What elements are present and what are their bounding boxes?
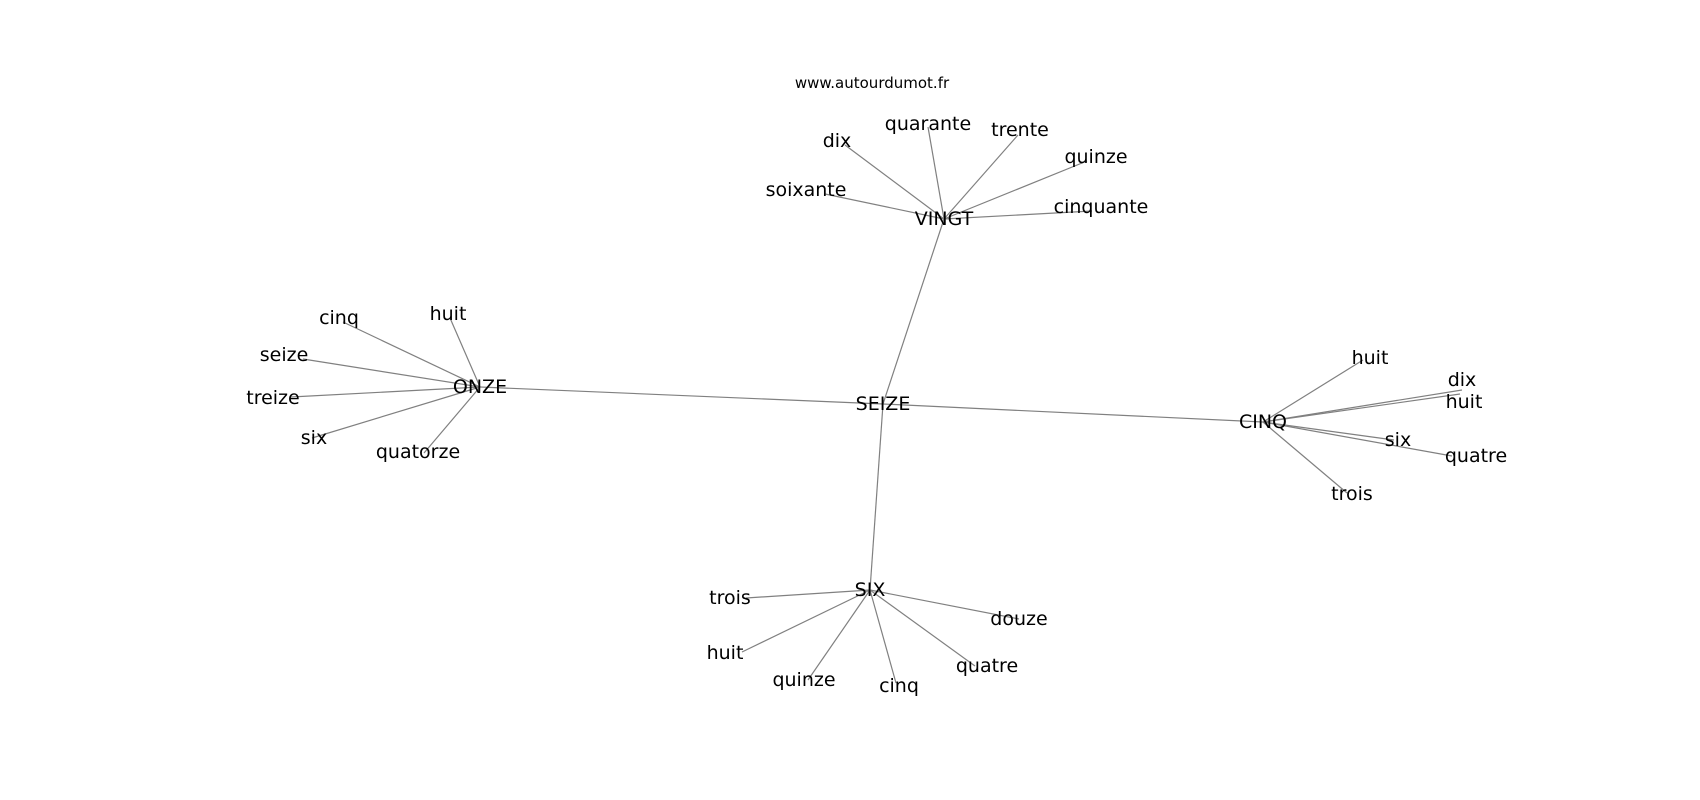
leaf-node-trente: trente <box>991 119 1049 141</box>
leaf-node-six: six <box>301 427 327 449</box>
edge-center-vingt <box>882 218 945 405</box>
leaf-node-quinze: quinze <box>772 669 835 691</box>
leaf-node-quatre: quatre <box>956 655 1018 677</box>
hub-node-cinq: CINQ <box>1239 411 1287 433</box>
leaf-node-huit: huit <box>1446 391 1483 413</box>
graph-edges <box>290 126 1463 684</box>
edge-center-cinq <box>882 403 1264 423</box>
edge-cinq-dix <box>1262 389 1463 423</box>
edge-six-huit <box>741 589 871 653</box>
edge-six-quatre <box>869 589 976 667</box>
edge-six-douze <box>869 589 1020 620</box>
edge-vingt-quarante <box>927 126 945 220</box>
edge-onze-quatorze <box>423 386 481 454</box>
edge-cinq-trois <box>1262 421 1348 494</box>
edge-six-trois <box>745 589 871 599</box>
edge-onze-six <box>311 386 481 439</box>
leaf-node-huit: huit <box>1352 347 1389 369</box>
center-node: SEIZE <box>856 393 911 415</box>
edge-center-onze <box>479 386 884 405</box>
edge-cinq-huit <box>1262 359 1364 423</box>
edge-onze-cinq <box>342 321 481 388</box>
leaf-node-quinze: quinze <box>1064 146 1127 168</box>
leaf-node-cinquante: cinquante <box>1054 196 1149 218</box>
leaf-node-soixante: soixante <box>766 179 847 201</box>
leaf-node-quatre: quatre <box>1445 445 1507 467</box>
edge-vingt-quinze <box>943 160 1088 220</box>
hub-node-vingt: VINGT <box>915 208 974 230</box>
leaf-node-quarante: quarante <box>885 113 971 135</box>
edge-onze-treize <box>290 386 481 398</box>
hub-node-six: SIX <box>855 579 886 601</box>
edge-center-six <box>869 403 884 591</box>
leaf-node-seize: seize <box>260 344 309 366</box>
edge-six-quinze <box>807 589 871 681</box>
site-watermark: www.autourdumot.fr <box>795 74 950 92</box>
edge-six-cinq <box>869 589 897 684</box>
edge-onze-seize <box>302 358 481 388</box>
leaf-node-cinq: cinq <box>879 675 919 697</box>
leaf-node-six: six <box>1385 429 1411 451</box>
leaf-node-huit: huit <box>430 303 467 325</box>
edge-cinq-six <box>1262 421 1395 441</box>
hub-node-onze: ONZE <box>453 376 507 398</box>
leaf-node-huit: huit <box>707 642 744 664</box>
leaf-node-treize: treize <box>246 387 299 409</box>
edge-cinq-quatre <box>1262 421 1453 457</box>
edge-onze-huit <box>449 317 481 388</box>
edge-vingt-cinquante <box>943 210 1093 220</box>
leaf-node-trois: trois <box>709 587 751 609</box>
edge-vingt-soixante <box>824 193 945 220</box>
leaf-node-dix: dix <box>823 130 852 152</box>
edge-cinq-huit <box>1262 393 1461 423</box>
leaf-node-douze: douze <box>990 608 1047 630</box>
graph-labels: www.autourdumot.fr SEIZE VINGT soixante dix… <box>246 74 1507 697</box>
edge-vingt-trente <box>943 134 1019 220</box>
leaf-node-trois: trois <box>1331 483 1373 505</box>
leaf-node-quatorze: quatorze <box>376 441 460 463</box>
leaf-node-cinq: cinq <box>319 307 359 329</box>
leaf-node-dix: dix <box>1448 369 1477 391</box>
edge-vingt-dix <box>844 144 945 220</box>
